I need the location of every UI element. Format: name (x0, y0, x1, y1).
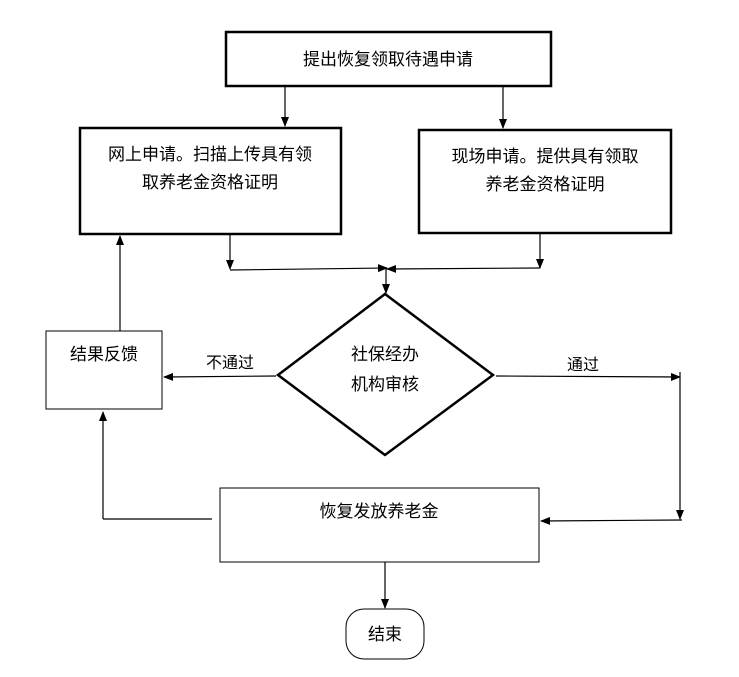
online-application-line2: 取养老金资格证明 (142, 173, 278, 193)
start-box-label: 提出恢复领取待遇申请 (303, 50, 473, 70)
review-diamond (275, 292, 496, 457)
start-box (224, 30, 553, 88)
end-box (345, 608, 425, 660)
onsite-application-box (417, 128, 673, 235)
payout-box (219, 487, 540, 563)
review-line1: 社保经办 (351, 345, 419, 365)
arrow-review-to-feedback (163, 372, 277, 381)
feedback-label: 结果反馈 (70, 345, 138, 365)
review-line2: 机构审核 (351, 375, 419, 395)
arrow-merge-left (229, 264, 388, 273)
onsite-application-line1: 现场申请。提供具有领取 (452, 147, 639, 167)
online-application-box (78, 126, 343, 236)
pass-label: 通过 (567, 355, 599, 374)
feedback-box (45, 330, 163, 410)
arrow-pass-to-payout (540, 516, 683, 525)
arrow-review-pass-right (495, 372, 681, 381)
fail-label: 不通过 (206, 353, 254, 372)
arrow-merge-right (386, 264, 541, 273)
payout-label: 恢复发放养老金 (320, 502, 439, 522)
end-label: 结束 (368, 625, 402, 645)
online-application-line1: 网上申请。扫描上传具有领 (108, 145, 312, 165)
onsite-application-line2: 养老金资格证明 (486, 175, 605, 195)
